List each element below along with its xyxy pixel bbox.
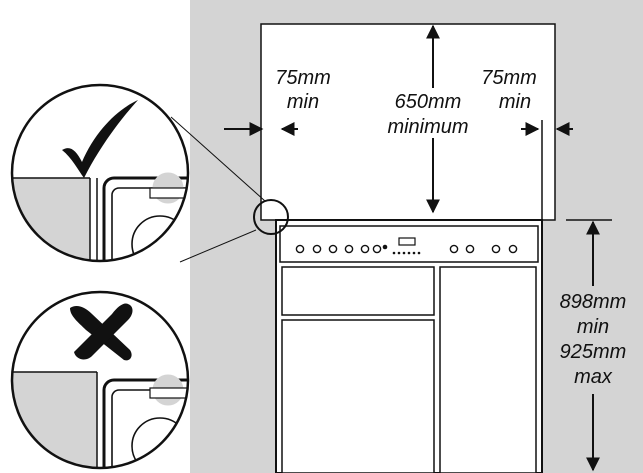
correct-installation-callout <box>10 83 190 263</box>
main-oven-door <box>281 319 435 473</box>
top-left-door <box>281 266 435 316</box>
detail-highlight-circle <box>253 199 289 235</box>
right-gap-value: 75mm <box>481 67 537 89</box>
cross-mark-icon <box>70 303 133 361</box>
clock-buttons <box>392 251 421 255</box>
right-oven-door <box>439 266 537 473</box>
right-gap-qualifier: min <box>499 91 531 113</box>
height-above-value: 650mm <box>395 91 462 113</box>
check-mark-icon <box>62 100 138 178</box>
control-knobs <box>295 244 518 254</box>
cooker-height-max-qualifier: max <box>574 366 613 388</box>
left-gap-value: 75mm <box>275 67 331 89</box>
incorrect-installation-callout <box>10 290 190 470</box>
cooker-height-max-value: 925mm <box>560 341 627 363</box>
clock-display <box>398 237 416 246</box>
left-clearance-zone <box>276 120 281 220</box>
cooker-height-min-qualifier: min <box>577 316 609 338</box>
range-cooker <box>275 219 543 473</box>
cooker-height-min-value: 898mm <box>560 291 627 313</box>
left-gap-qualifier: min <box>287 91 319 113</box>
height-above-qualifier: minimum <box>387 116 468 138</box>
